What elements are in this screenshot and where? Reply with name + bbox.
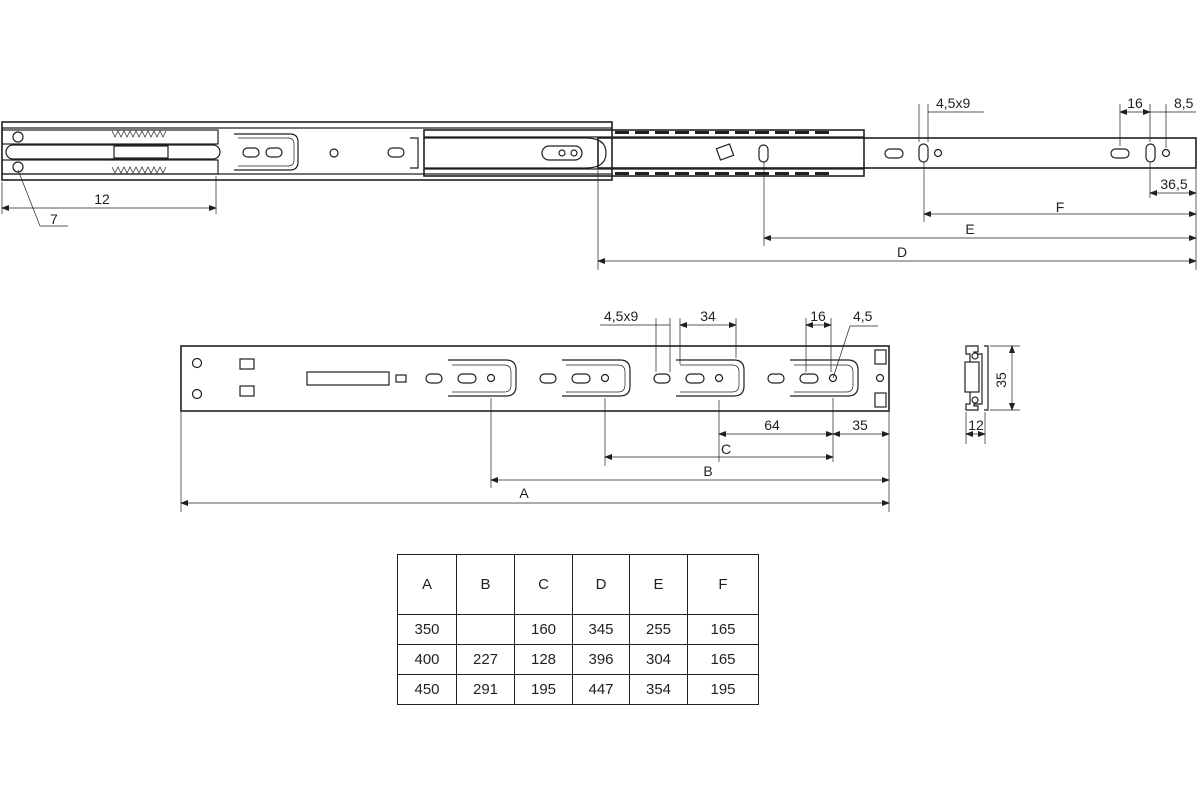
table-cell	[456, 614, 515, 645]
dim-height-35-label: 35	[993, 372, 1009, 388]
table-row: 450 291 195 447 354 195	[397, 674, 759, 705]
column-header: F	[687, 554, 759, 615]
table-cell: 447	[572, 674, 630, 705]
dimension-table: A B C D E F 350 160 345 255 165 400 227 …	[397, 554, 759, 705]
table-cell: 304	[629, 644, 688, 675]
dim-B-label: B	[703, 463, 712, 479]
spring-upper	[111, 130, 167, 138]
ball-bearings	[615, 131, 829, 175]
dim-8-5-label: 8,5	[1174, 95, 1194, 111]
hole-group-1	[425, 359, 517, 397]
dim-width-12-label: 12	[968, 417, 984, 433]
table-cell: 128	[514, 644, 573, 675]
table-cell: 195	[687, 674, 759, 705]
dim-slot-top-label: 4,5x9	[936, 95, 970, 111]
table-cell: 195	[514, 674, 573, 705]
column-header: E	[629, 554, 688, 615]
column-header: C	[514, 554, 573, 615]
table-cell: 354	[629, 674, 688, 705]
side-view: 4,5x9 34 16 4,5 64 35 C B A	[180, 308, 890, 512]
table-cell: 291	[456, 674, 515, 705]
inner-rail	[597, 137, 1197, 169]
hole-group-4	[767, 359, 859, 397]
dim-35-side-label: 35	[852, 417, 868, 433]
table-row: 350 160 345 255 165	[397, 614, 759, 645]
table-cell: 255	[629, 614, 688, 645]
table-cell: 165	[687, 614, 759, 645]
table-row: 400 227 128 396 304 165	[397, 644, 759, 675]
table-header-row: A B C D E F	[397, 554, 759, 615]
dim-7-label: 7	[50, 211, 58, 227]
dim-64-label: 64	[764, 417, 780, 433]
dim-34-label: 34	[700, 308, 716, 324]
dim-36-5-label: 36,5	[1160, 176, 1187, 192]
table-cell: 160	[514, 614, 573, 645]
dim-C-label: C	[721, 441, 731, 457]
table-cell: 400	[397, 644, 457, 675]
top-view: 12 7 4,5x9 16 8,5 36,5 F E D	[1, 95, 1197, 270]
dim-16-side-label: 16	[810, 308, 826, 324]
dim-F-label: F	[1056, 199, 1065, 215]
table-cell: 350	[397, 614, 457, 645]
column-header: A	[397, 554, 457, 615]
table-cell: 165	[687, 644, 759, 675]
column-header: D	[572, 554, 630, 615]
outer-rail	[1, 121, 613, 181]
table-cell: 450	[397, 674, 457, 705]
hole-group-3	[653, 359, 745, 397]
lock-mechanism	[1, 129, 221, 175]
column-header: B	[456, 554, 515, 615]
table-cell: 345	[572, 614, 630, 645]
cross-section-view: 35 12	[964, 345, 1020, 444]
table-cell: 227	[456, 644, 515, 675]
dim-E-label: E	[965, 221, 974, 237]
dim-D-label: D	[897, 244, 907, 260]
table-cell: 396	[572, 644, 630, 675]
dim-slot-side-label: 4,5x9	[604, 308, 638, 324]
hole-group-2	[539, 359, 631, 397]
dim-A-label: A	[519, 485, 529, 501]
dim-4-5-label: 4,5	[853, 308, 873, 324]
dim-16-top-label: 16	[1127, 95, 1143, 111]
spring-lower	[111, 166, 167, 174]
middle-rail	[423, 129, 865, 177]
dim-12-label: 12	[94, 191, 110, 207]
side-rail-body	[180, 345, 890, 412]
